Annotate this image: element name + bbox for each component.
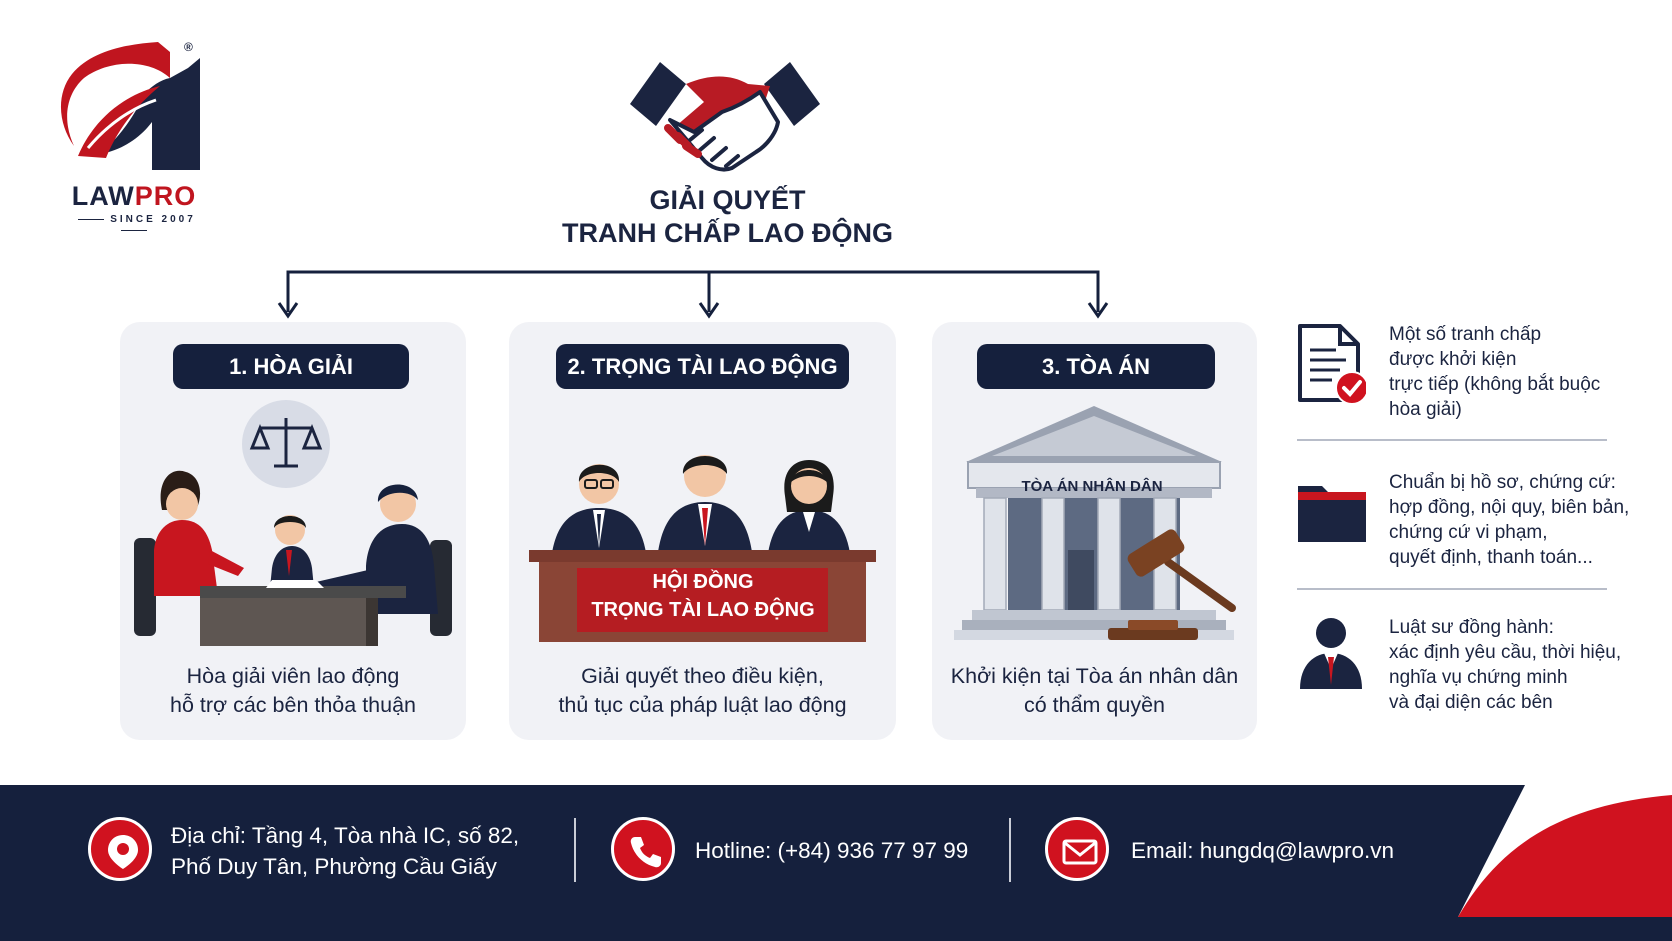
card-arbitration: 2. TRỌNG TÀI LAO ĐỘNG H [509, 322, 896, 740]
registered-mark: ® [184, 40, 193, 54]
title-line-2: TRANH CHẤP LAO ĐỘNG [561, 218, 893, 248]
arrow-down-icon [698, 302, 720, 319]
arbitrator-center [657, 455, 753, 560]
document-check-icon [1298, 324, 1366, 405]
card-arbitration-label: 2. TRỌNG TÀI LAO ĐỘNG [556, 344, 849, 389]
arbitrator-left [551, 464, 647, 560]
phone-icon [611, 817, 675, 881]
contact-footer: Địa chỉ: Tầng 4, Tòa nhà IC, số 82, Phố … [0, 785, 1672, 941]
scales-icon [249, 418, 323, 468]
card-mediation-description: Hòa giải viên lao động hỗ trợ các bên th… [170, 664, 416, 717]
arrow-down-icon [1087, 302, 1109, 319]
card-mediation-label: 1. HÒA GIẢI [173, 344, 409, 389]
card-arbitration-description: Giải quyết theo điều kiện, thủ tục của p… [558, 664, 847, 717]
note-direct-lawsuit-text: Một số tranh chấp được khởi kiện trực ti… [1389, 324, 1601, 420]
mail-icon [1045, 817, 1109, 881]
lawyer-icon [1300, 618, 1362, 689]
courthouse-illustration [954, 406, 1236, 640]
note-evidence-text: Chuẩn bị hồ sơ, chứng cứ: hợp đồng, nội … [1389, 472, 1630, 568]
court-sign: TÒA ÁN NHÂN DÂN [1021, 478, 1163, 495]
logo-since: SINCE 2007 [54, 214, 214, 236]
mediation-illustration [134, 400, 452, 646]
branch-connector [277, 270, 1109, 319]
arrow-down-icon [277, 302, 299, 319]
folder-icon [1298, 486, 1366, 542]
note-divider [1297, 588, 1607, 590]
footer-separator [1009, 818, 1011, 882]
arbitration-council-illustration [529, 455, 876, 642]
footer-background [0, 785, 1672, 941]
card-court: 3. TÒA ÁN TÒA ÁN NHÂN DÂN Khởi kiện tại … [932, 322, 1257, 740]
card-court-description: Khởi kiện tại Tòa án nhân dân có thẩm qu… [950, 664, 1239, 717]
gavel-icon [1108, 529, 1236, 640]
card-court-label: 3. TÒA ÁN [977, 344, 1215, 389]
card-mediation: 1. HÒA GIẢI Hòa giải viên lao động hỗ tr… [120, 322, 466, 740]
logo-mark-icon [60, 42, 200, 170]
arbitrator-right [767, 460, 851, 560]
lawpro-logo[interactable]: ® LAWPRO SINCE 2007 [48, 38, 218, 228]
council-sign: HỘI ĐỒNG TRỌNG TÀI LAO ĐỘNG [591, 571, 815, 621]
location-pin-icon [88, 817, 152, 881]
logo-wordmark: LAWPRO [71, 181, 197, 211]
diagram-title: GIẢI QUYẾT TRANH CHẤP LAO ĐỘNG [500, 184, 955, 250]
handshake-icon [630, 58, 820, 183]
note-divider [1297, 439, 1607, 441]
title-line-1: GIẢI QUYẾT [649, 185, 806, 215]
footer-separator [574, 818, 576, 882]
note-lawyer-text: Luật sư đồng hành: xác định yêu cầu, thờ… [1389, 617, 1622, 713]
